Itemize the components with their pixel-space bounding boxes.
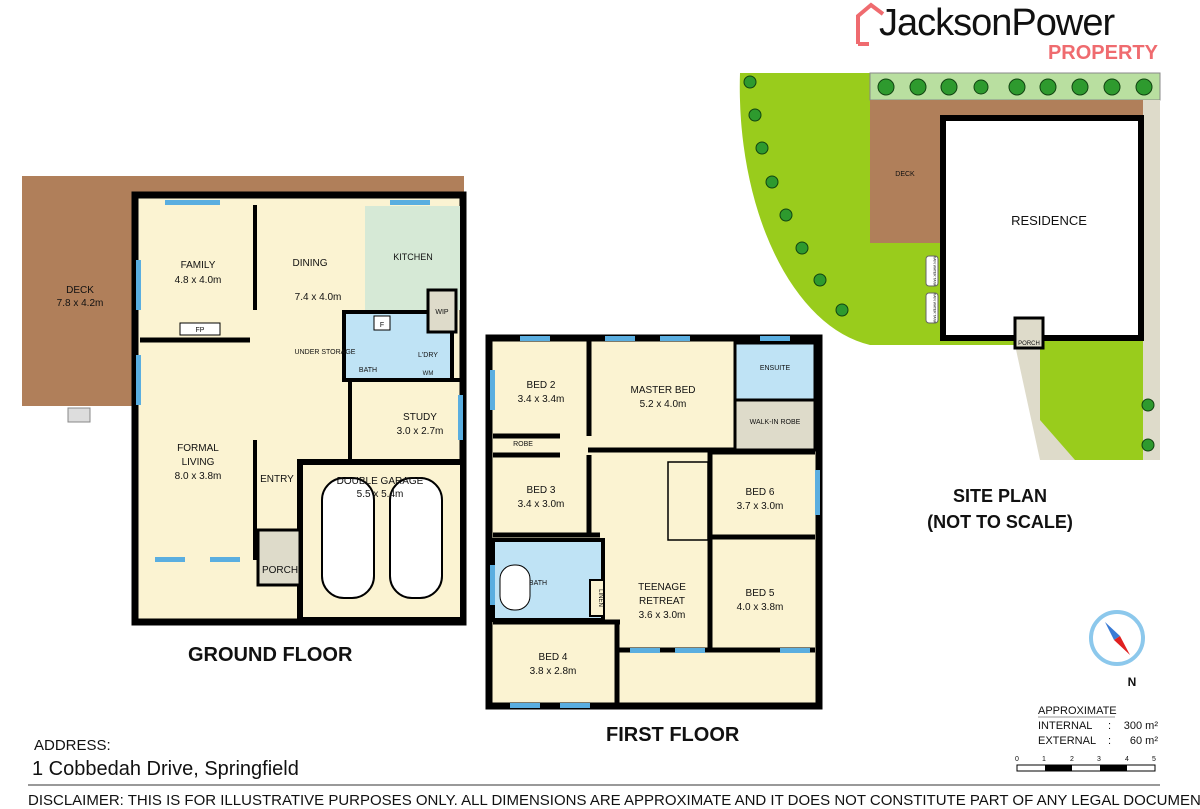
study-label: STUDY — [403, 412, 437, 423]
formal-living-label-2: LIVING — [182, 457, 215, 468]
car-icon — [389, 477, 443, 599]
scale-tick: 0 — [1015, 756, 1019, 763]
car-icon — [321, 477, 375, 599]
master-bed-size: 5.2 x 4.0m — [640, 399, 687, 410]
site-porch-label: PORCH — [1018, 341, 1040, 347]
teenage-retreat-size: 3.6 x 3.0m — [639, 610, 686, 621]
scale-tick: 1 — [1042, 756, 1046, 763]
laundry-label: L'DRY — [418, 352, 438, 359]
scale-tick: 2 — [1070, 756, 1074, 763]
bed3-label: BED 3 — [527, 485, 556, 496]
external-value: 60 m² — [1129, 735, 1158, 747]
scale-bar — [1016, 764, 1156, 772]
deck-label: DECK — [66, 285, 94, 296]
bed6-label: BED 6 — [746, 487, 775, 498]
bed4-label: BED 4 — [539, 652, 568, 663]
bed6-size: 3.7 x 3.0m — [737, 501, 784, 512]
walk-in-robe-label: WALK-IN ROBE — [750, 419, 801, 426]
ground-floor — [22, 176, 467, 626]
brand-sub: PROPERTY — [1047, 42, 1158, 64]
family-size: 4.8 x 4.0m — [175, 275, 222, 286]
kitchen-label: KITCHEN — [393, 252, 433, 262]
rain-water-tank — [925, 255, 939, 287]
house-logo-icon — [856, 2, 885, 46]
area-summary: APPROXIMATE INTERNAL:300 m² EXTERNAL:60 … — [1038, 705, 1158, 747]
scale-tick: 4 — [1125, 756, 1129, 763]
compass-icon — [1089, 610, 1145, 666]
porch-label: PORCH — [262, 565, 298, 576]
bed5-size: 4.0 x 3.8m — [737, 602, 784, 613]
deck-size: 7.8 x 4.2m — [57, 298, 104, 309]
wip-room — [426, 288, 458, 334]
scale-tick: 5 — [1152, 756, 1156, 763]
ensuite-label: ENSUITE — [760, 365, 791, 372]
dining-size: 7.4 x 4.0m — [295, 292, 342, 303]
disclaimer: DISCLAIMER: THIS IS FOR ILLUSTRATIVE PUR… — [28, 792, 1200, 809]
address-label: ADDRESS: — [34, 737, 111, 754]
first-floor — [485, 334, 823, 710]
first-floor-title: FIRST FLOOR — [606, 724, 740, 746]
site-plan — [739, 72, 1161, 460]
residence-outline — [940, 115, 1144, 341]
bath-label: BATH — [359, 367, 377, 374]
area-heading: APPROXIMATE — [1038, 705, 1117, 717]
rain-water-tank-label: RAIN WATER TANK — [933, 256, 937, 287]
brand-name: JacksonPower — [879, 2, 1115, 44]
first-bath-label: BATH — [529, 580, 547, 587]
scale-tick: 3 — [1097, 756, 1101, 763]
dining-label: DINING — [293, 258, 328, 269]
fridge-label: F — [380, 322, 384, 329]
fireplace-label: FP — [196, 327, 205, 334]
linen-cupboard — [589, 579, 605, 617]
garage-label: DOUBLE GARAGE — [337, 476, 424, 487]
site-deck-label: DECK — [895, 171, 915, 178]
address-value: 1 Cobbedah Drive, Springfield — [32, 758, 299, 780]
formal-living-label: FORMAL — [177, 443, 219, 454]
washing-machine-label: WM — [423, 371, 434, 377]
bed4-size: 3.8 x 2.8m — [530, 666, 577, 677]
bed2-size: 3.4 x 3.4m — [518, 394, 565, 405]
north-label: N — [1128, 675, 1137, 689]
external-label: EXTERNAL — [1038, 735, 1097, 747]
under-storage-label: UNDER STORAGE — [295, 349, 356, 356]
formal-living-size: 8.0 x 3.8m — [175, 471, 222, 482]
rain-water-tank-label: RAIN WATER TANK — [933, 293, 937, 324]
internal-value: 300 m² — [1123, 720, 1158, 732]
master-bed-label: MASTER BED — [630, 385, 695, 396]
robe-label: ROBE — [513, 441, 533, 448]
residence-label: RESIDENCE — [1011, 213, 1087, 228]
garage-size: 5.5 x 5.4m — [357, 489, 404, 500]
wip-label: WIP — [435, 309, 449, 316]
porch-room — [256, 528, 302, 587]
teenage-retreat-label-2: RETREAT — [639, 596, 685, 607]
family-label: FAMILY — [181, 260, 216, 271]
teenage-retreat-label: TEENAGE — [638, 582, 686, 593]
rain-water-tank — [925, 292, 939, 324]
study-size: 3.0 x 2.7m — [397, 426, 444, 437]
bed5-label: BED 5 — [746, 588, 775, 599]
bed3-size: 3.4 x 3.0m — [518, 499, 565, 510]
entry-label: ENTRY — [260, 474, 294, 485]
site-plan-title: SITE PLAN — [952, 486, 1047, 506]
linen-label: LINEN — [597, 589, 603, 607]
site-plan-subtitle: (NOT TO SCALE) — [927, 512, 1073, 532]
ground-floor-title: GROUND FLOOR — [188, 644, 353, 666]
brand-logo: JacksonPower PROPERTY — [855, 0, 1160, 68]
internal-label: INTERNAL — [1038, 720, 1093, 732]
bed2-label: BED 2 — [527, 380, 556, 391]
